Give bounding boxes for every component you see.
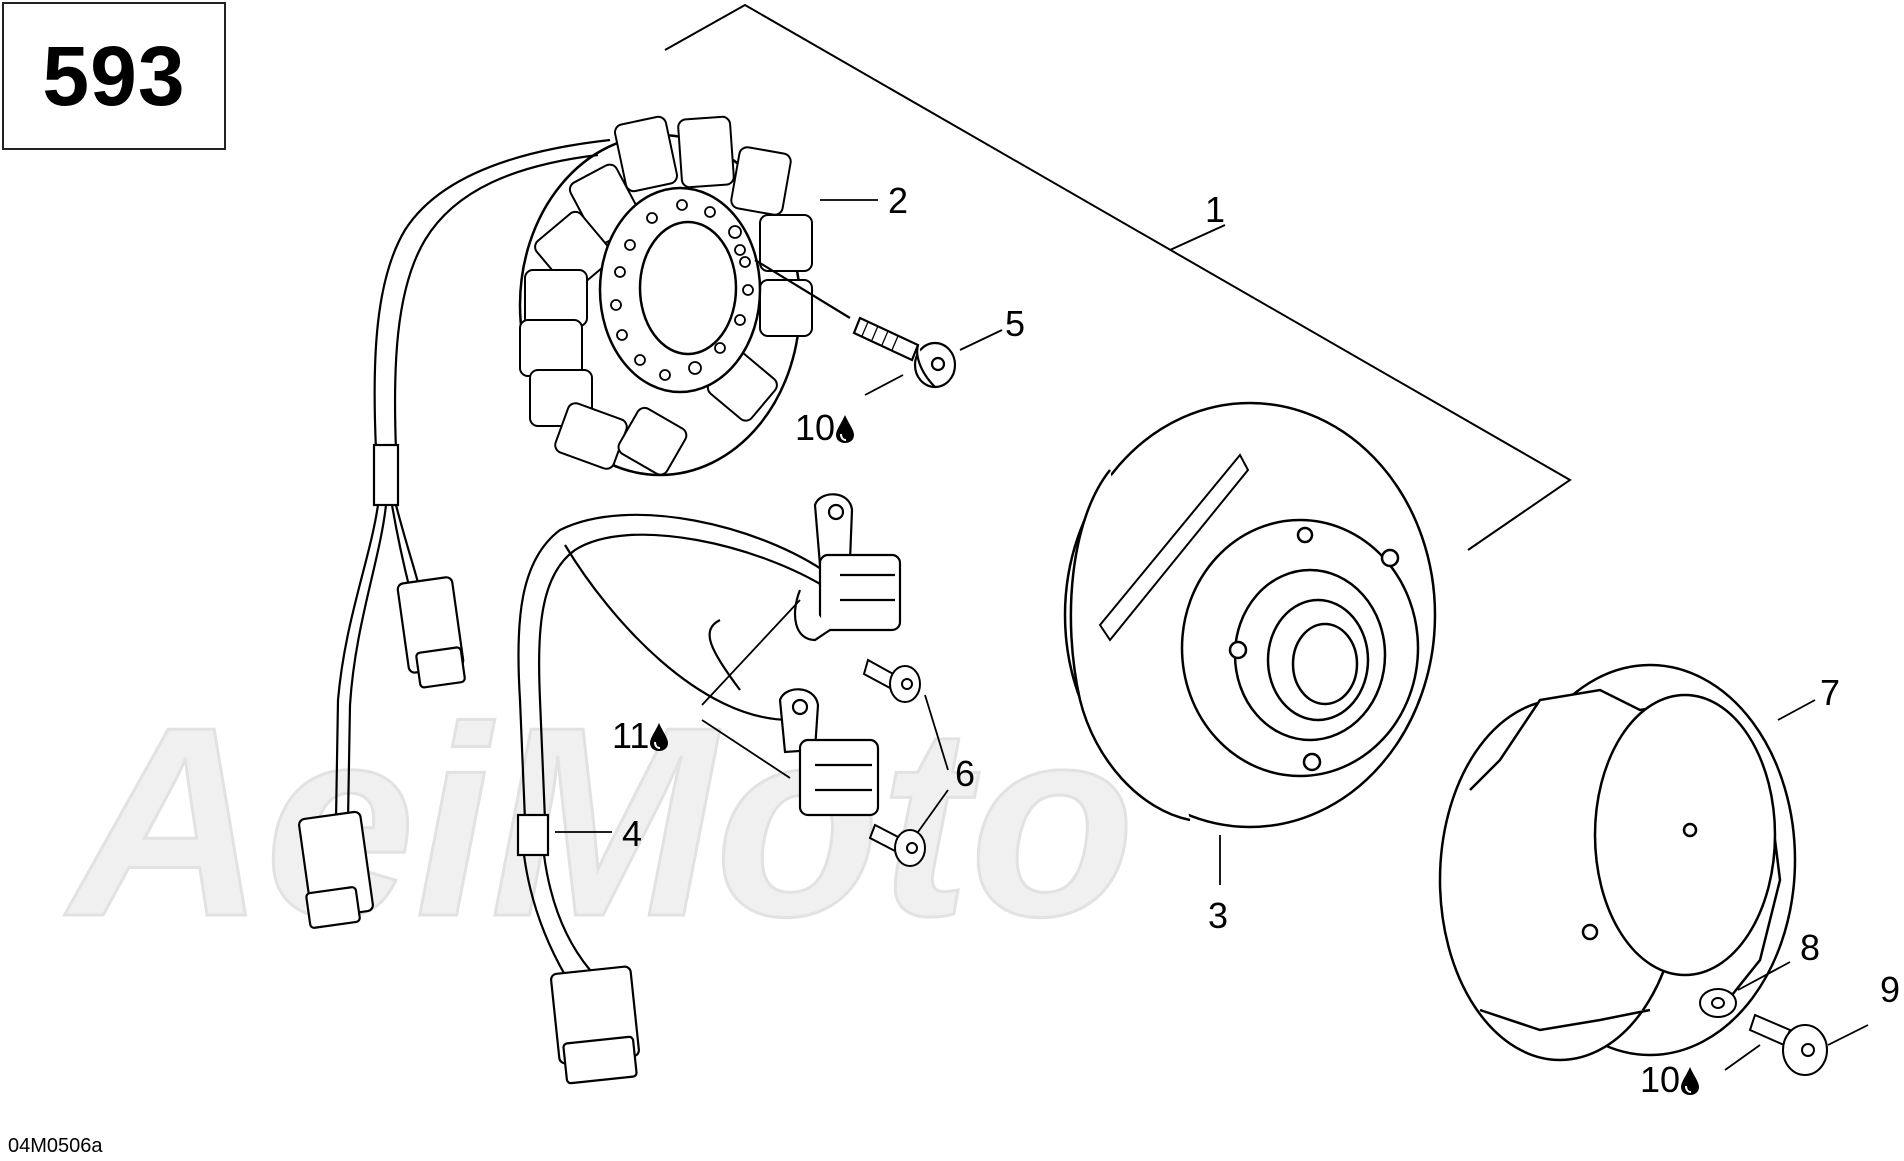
assembly-bracket (664, 3, 1572, 551)
stator-harness (298, 138, 611, 929)
drawing-code: 04M0506a (8, 1135, 103, 1157)
sensor-screw-upper (862, 658, 921, 703)
thread-locker-icon (836, 415, 855, 443)
callout-3: 3 (1208, 895, 1229, 936)
stator-screw (754, 259, 957, 389)
rotor (1063, 401, 1437, 829)
sensor-screw-lower (868, 823, 926, 867)
callout-9: 9 (1880, 969, 1901, 1010)
callout-8: 8 (1800, 927, 1821, 968)
thread-locker-icon (650, 723, 669, 751)
crank-sensor-upper (793, 493, 902, 642)
sensor-harness (516, 513, 831, 1085)
watermark-text: AeiMoto (62, 672, 1135, 973)
callout-7: 7 (1820, 672, 1841, 713)
page-number-box: 593 (2, 2, 226, 150)
callout-6: 6 (955, 753, 976, 794)
stator (518, 115, 813, 477)
callout-2: 2 (888, 180, 909, 221)
callout-11-number: 11 (612, 715, 650, 756)
watermark: AeiMoto (60, 671, 1136, 975)
callout-10-upper-number: 10 (795, 407, 836, 448)
callout-11: 11 (612, 718, 669, 754)
ring-gear (1438, 663, 1797, 1062)
page-number: 593 (42, 28, 186, 123)
leader-lines (555, 199, 1869, 1071)
cover-screw (1748, 1013, 1828, 1076)
callout-5: 5 (1005, 303, 1026, 344)
callout-10-lower: 10 (1640, 1062, 1700, 1098)
callout-10-lower-number: 10 (1640, 1059, 1681, 1100)
callout-1: 1 (1205, 189, 1226, 230)
washer (1699, 988, 1737, 1018)
crank-sensor-lower (778, 688, 880, 817)
callout-4: 4 (622, 813, 643, 854)
callout-10-upper: 10 (795, 410, 855, 446)
thread-locker-icon (1681, 1067, 1700, 1095)
